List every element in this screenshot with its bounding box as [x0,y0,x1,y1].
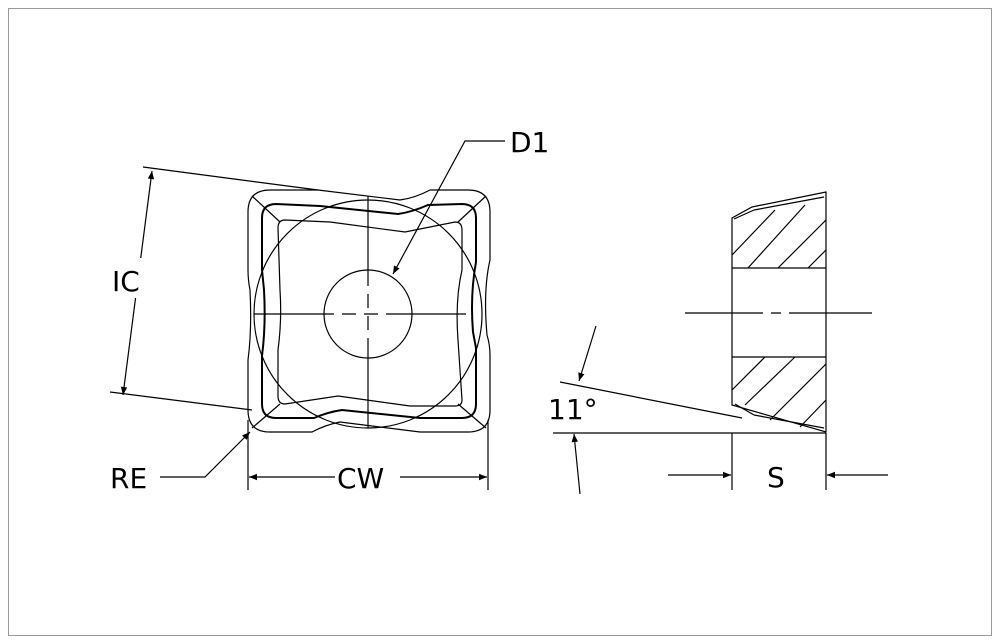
s-label: S [767,461,785,494]
insert-side-view [685,191,872,433]
angle-dimension: 11° [548,325,826,495]
section-hatching [731,204,827,428]
d1-dimension: D1 [392,126,549,275]
drawing-frame [8,8,992,636]
s-dimension: S [668,433,888,494]
insert-top-view [247,189,491,433]
ic-label: IC [112,265,140,298]
ic-dimension: IC [109,166,319,411]
re-dimension: RE [110,431,251,495]
re-label: RE [110,462,147,495]
cw-dimension: CW [247,420,489,495]
cw-label: CW [337,462,384,495]
d1-label: D1 [510,126,549,159]
angle-label: 11° [548,393,598,426]
